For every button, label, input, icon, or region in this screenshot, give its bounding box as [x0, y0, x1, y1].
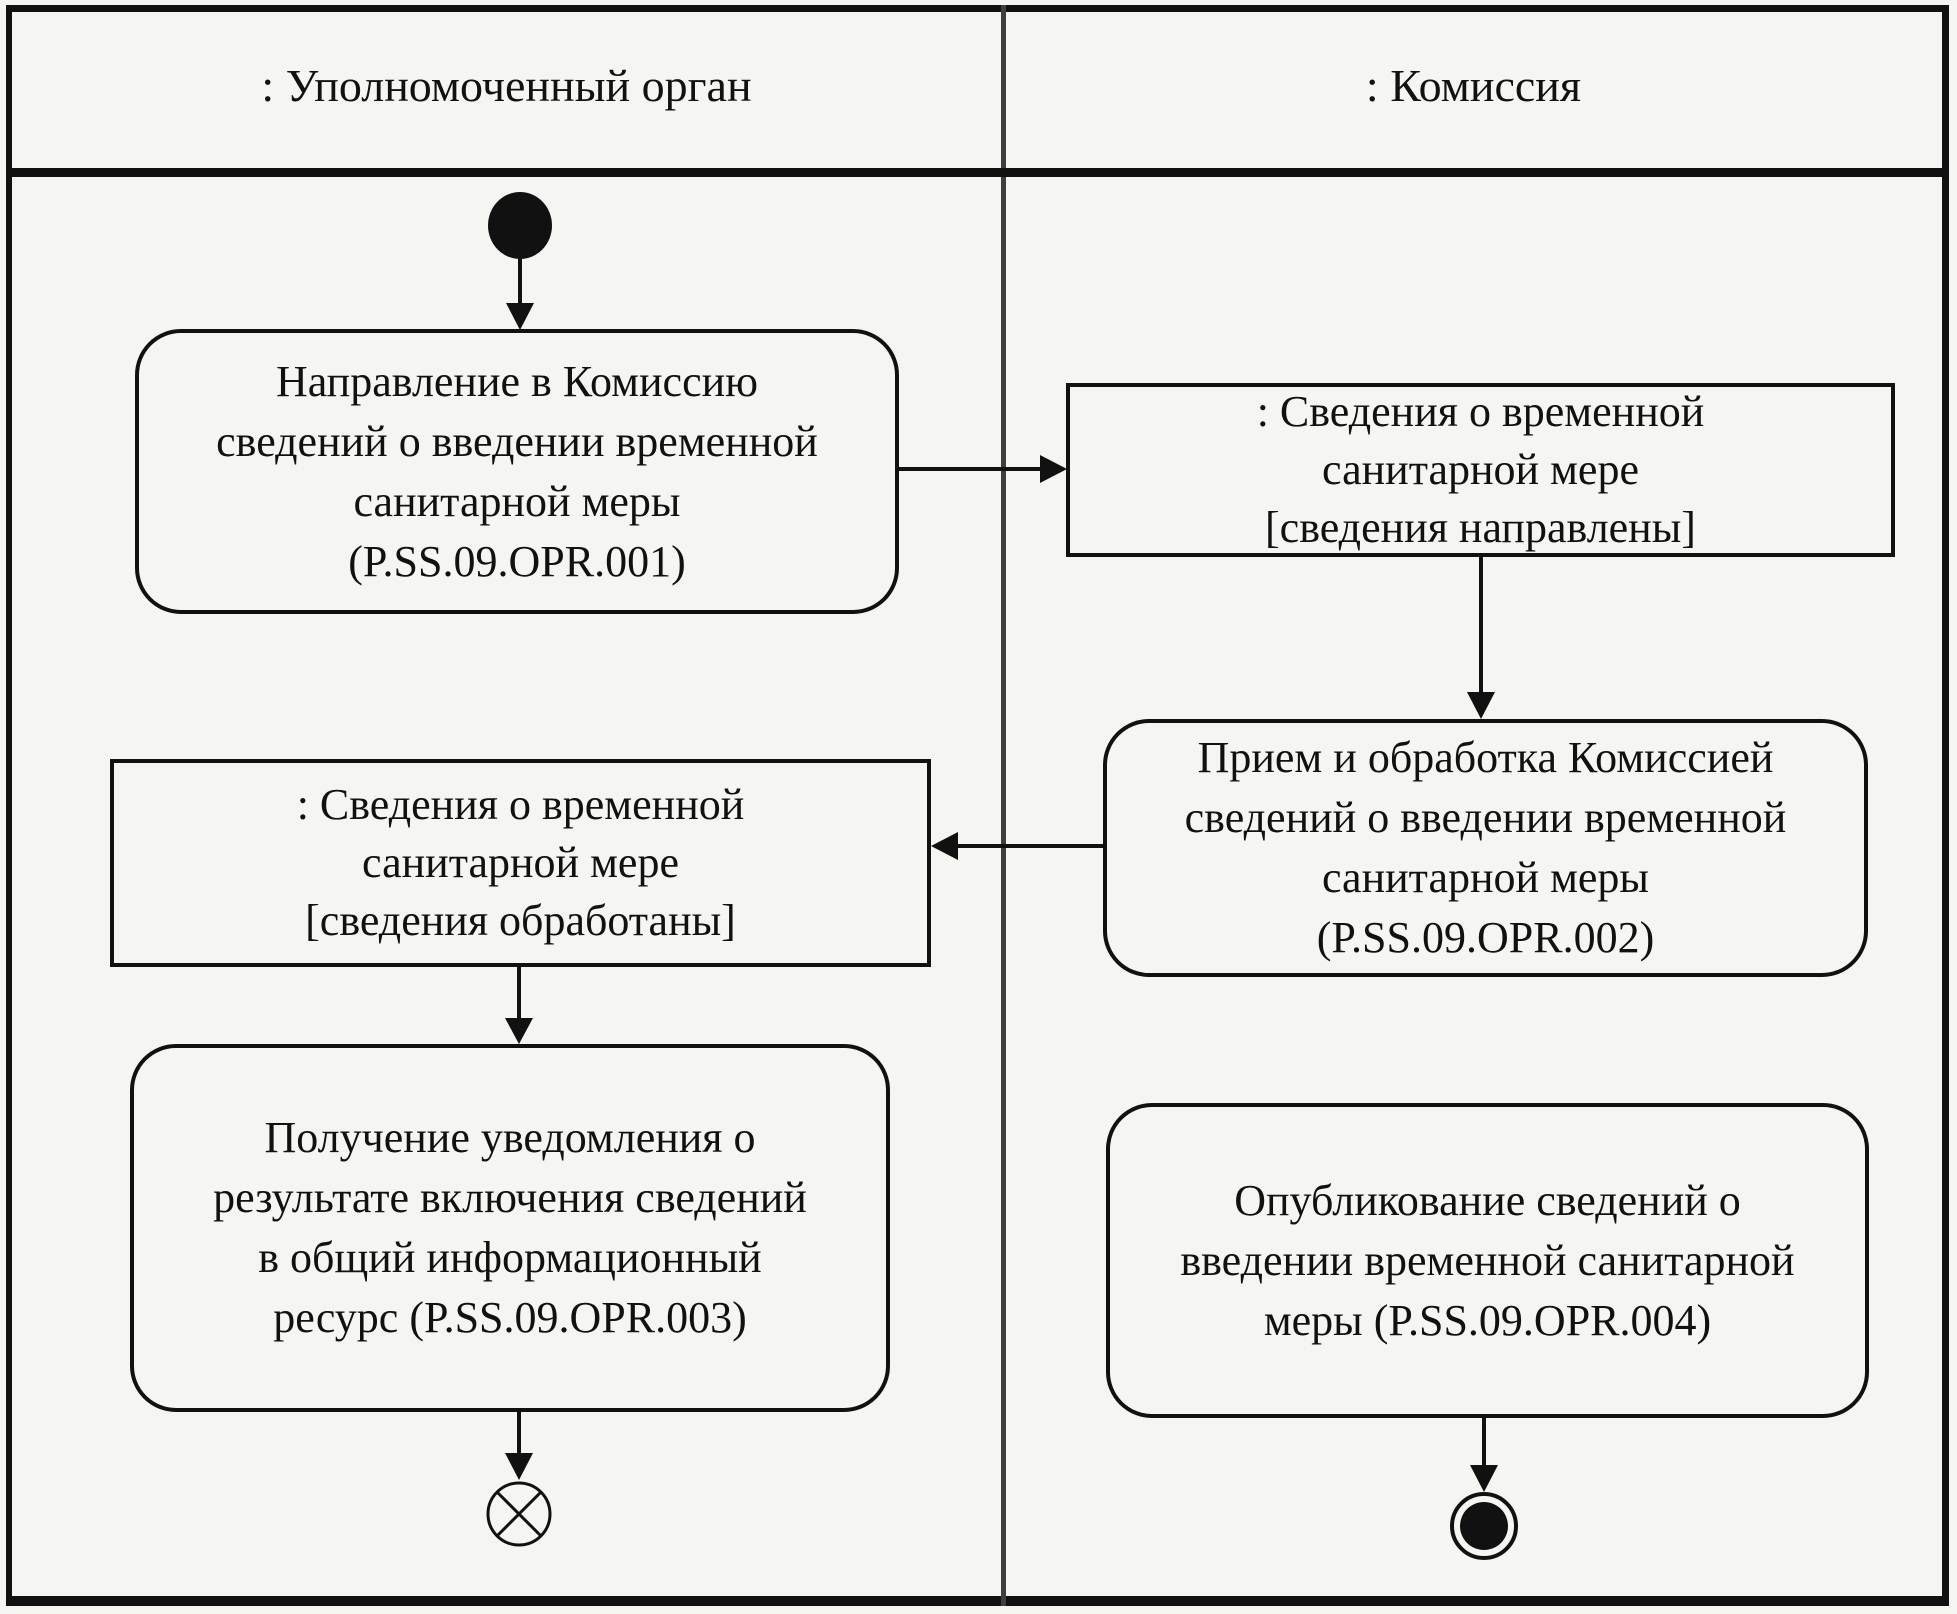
object-text-line: : Сведения о временной	[1256, 387, 1705, 436]
object-text-line: : Сведения о временной	[296, 780, 745, 829]
action-opr003: Получение уведомления о результате включ…	[130, 1044, 890, 1412]
action-text-line: санитарной меры	[353, 476, 681, 526]
action-text-line: в общий информационный	[258, 1233, 762, 1282]
action-text-line: сведений о введении временной	[216, 416, 818, 466]
action-text-line: Направление в Комиссию	[275, 356, 759, 406]
action-text-line: сведений о введении временной	[1184, 793, 1787, 842]
object-text-line: [сведения направлены]	[1265, 503, 1696, 552]
action-text-line: Прием и обработка Комиссией	[1197, 733, 1774, 782]
object-node-info-sent: : Сведения о временной санитарной мере […	[1066, 383, 1895, 557]
lane-divider	[1001, 5, 1006, 1606]
lane-header-commission: : Комиссия	[1006, 50, 1941, 120]
action-text-line: результате включения сведений	[213, 1173, 807, 1222]
lane-title: : Комиссия	[1365, 59, 1582, 111]
action-text-line: (P.SS.09.OPR.002)	[1316, 913, 1655, 962]
lane-title: : Уполномоченный орган	[261, 59, 752, 111]
object-node-info-processed: : Сведения о временной санитарной мере […	[110, 759, 931, 967]
action-text-line: ресурс (P.SS.09.OPR.003)	[273, 1293, 747, 1342]
action-text-line: санитарной меры	[1321, 853, 1649, 902]
activity-final-inner-dot	[1460, 1502, 1508, 1550]
action-text-line: введении временной санитарной	[1180, 1235, 1795, 1285]
lane-header-authorized-body: : Уполномоченный орган	[12, 50, 1001, 120]
action-opr004: Опубликование сведений о введении времен…	[1106, 1103, 1869, 1418]
activity-final-node-icon	[1450, 1492, 1518, 1560]
action-opr001: Направление в Комиссию сведений о введен…	[135, 329, 899, 614]
action-text-line: (P.SS.09.OPR.001)	[348, 536, 686, 586]
object-text-line: санитарной мере	[362, 838, 679, 887]
lane-header-separator	[6, 168, 1949, 177]
action-text-line: меры (P.SS.09.OPR.004)	[1263, 1295, 1712, 1345]
action-text-line: Получение уведомления о	[264, 1113, 756, 1162]
initial-node-icon	[488, 192, 552, 259]
action-text-line: Опубликование сведений о	[1234, 1175, 1741, 1225]
diagram-frame	[6, 5, 1949, 1606]
action-opr002: Прием и обработка Комиссией сведений о в…	[1103, 719, 1868, 977]
flow-final-node-icon	[486, 1481, 552, 1547]
object-text-line: санитарной мере	[1322, 445, 1639, 494]
object-text-line: [сведения обработаны]	[305, 896, 736, 945]
